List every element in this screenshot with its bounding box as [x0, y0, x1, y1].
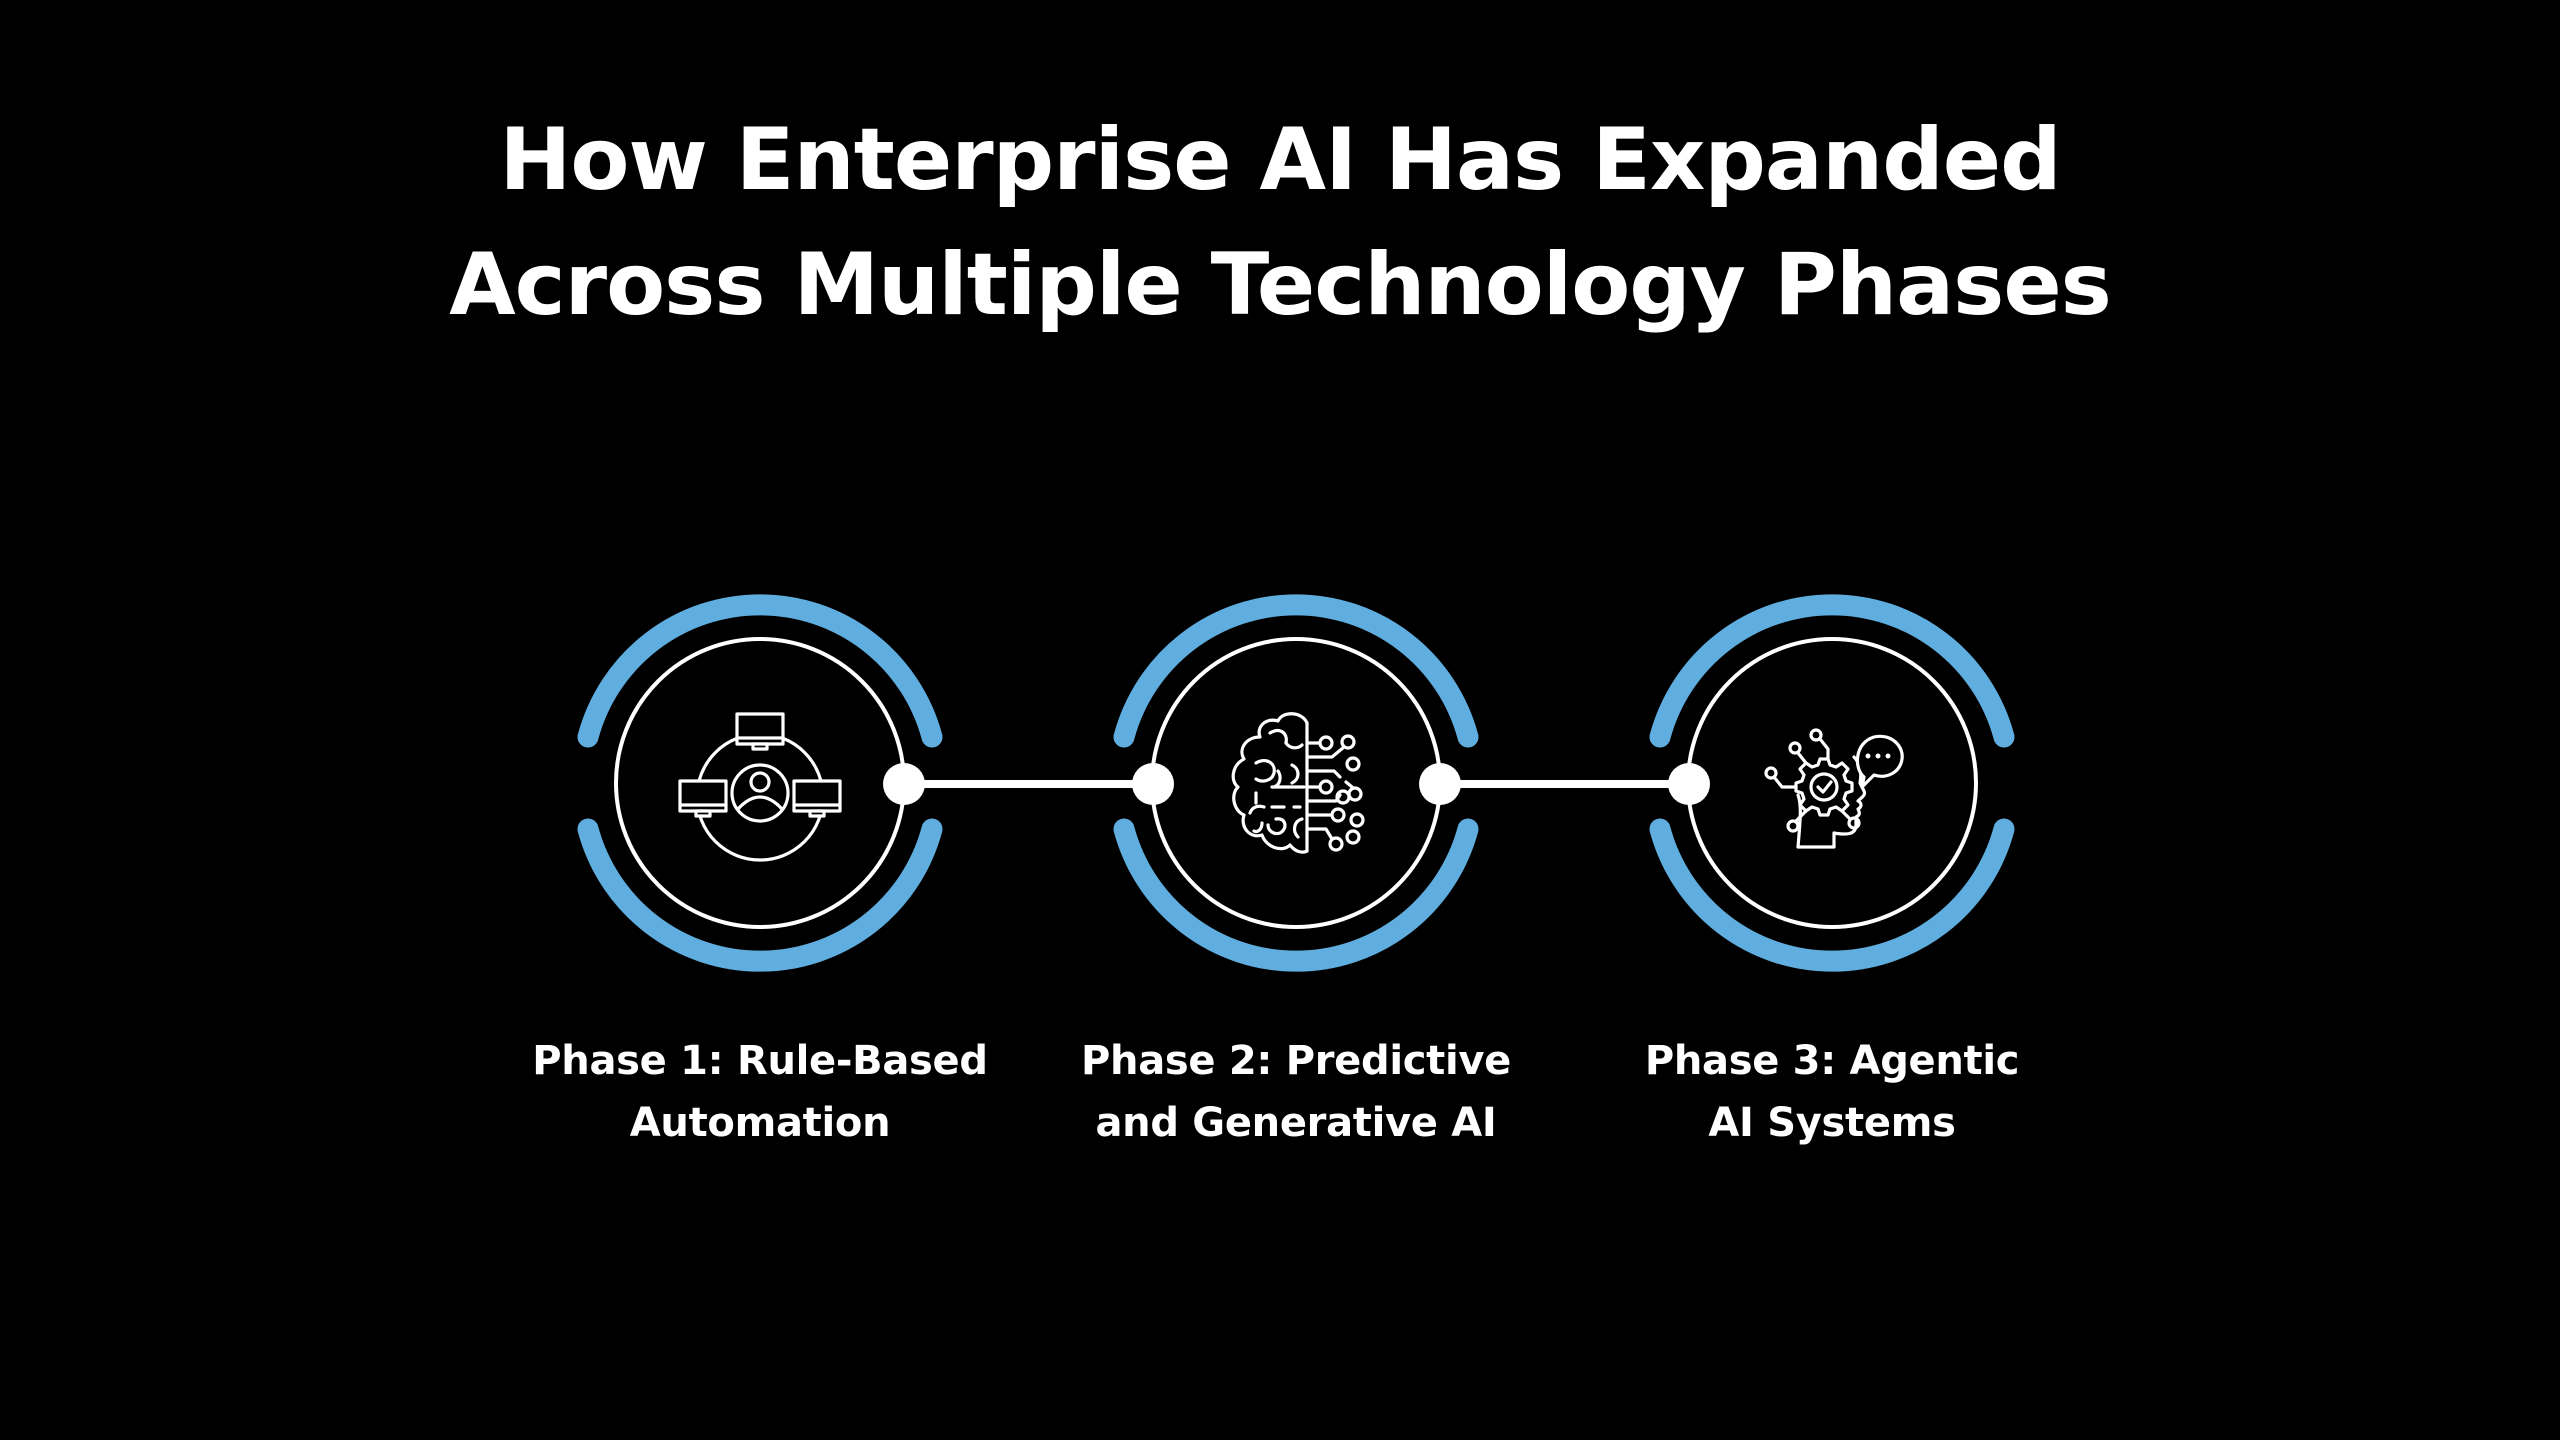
connector-dot-left	[1132, 763, 1174, 805]
brain-circuit-icon	[1231, 712, 1365, 854]
phase-3-label-line-1: Phase 3: Agentic	[1644, 1038, 2020, 1084]
phase-3-label: Phase 3: Agentic AI Systems	[1572, 1030, 2092, 1154]
phase-1-label-line-2: Automation	[629, 1100, 891, 1146]
connector-dot-right	[1419, 763, 1461, 805]
phase-1-label-line-1: Phase 1: Rule-Based	[532, 1038, 988, 1084]
head-gear-chat-icon	[1764, 728, 1904, 849]
phase-1-node	[577, 594, 943, 972]
phase-2-label: Phase 2: Predictive and Generative AI	[1036, 1030, 1556, 1154]
phase-1-label: Phase 1: Rule-Based Automation	[500, 1030, 1020, 1154]
connector-dot-left	[1668, 763, 1710, 805]
phase-2-label-line-1: Phase 2: Predictive	[1081, 1038, 1511, 1084]
connector-dot-right	[883, 763, 925, 805]
accent-arc-bottom	[1113, 818, 1479, 972]
accent-arc-top	[577, 594, 943, 748]
accent-arc-top	[1113, 594, 1479, 748]
page-title: How Enterprise AI Has Expanded Across Mu…	[0, 98, 2560, 348]
phase-2-label-line-2: and Generative AI	[1095, 1100, 1497, 1146]
accent-arc-top	[1649, 594, 2015, 748]
title-line-1: How Enterprise AI Has Expanded	[499, 110, 2061, 210]
accent-arc-bottom	[577, 818, 943, 972]
phase-3-label-line-2: AI Systems	[1708, 1100, 1956, 1146]
accent-arc-bottom	[1649, 818, 2015, 972]
phase-3-node	[1649, 594, 2015, 972]
network-user-computers-icon	[678, 712, 842, 862]
phase-2-node	[1113, 594, 1479, 972]
inner-ring	[1150, 637, 1442, 929]
title-line-2: Across Multiple Technology Phases	[449, 235, 2112, 335]
